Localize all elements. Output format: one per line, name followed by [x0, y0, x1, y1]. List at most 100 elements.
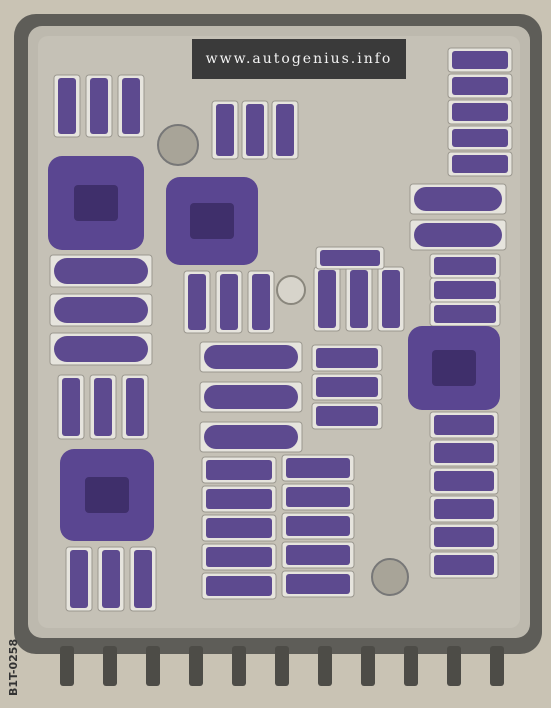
fuse-f3-fuse	[452, 103, 508, 121]
terminal-pin	[275, 646, 289, 686]
fuse-f33-label	[206, 460, 272, 480]
fuse-f29-label	[216, 104, 234, 156]
fuse-f29-fuse	[216, 104, 234, 156]
watermark: www.autogenius.info	[192, 39, 406, 79]
fuse-f8-fuse	[434, 305, 496, 323]
fuse-f27-fuse	[276, 104, 294, 156]
fuse-f44-fuse	[134, 550, 152, 608]
fuse-f49-label	[204, 345, 298, 369]
fuse-15-label	[320, 250, 380, 266]
fuse-f54-label	[54, 336, 148, 362]
fuse-f45-fuse	[102, 550, 120, 608]
fuse-f41-fuse	[126, 378, 144, 436]
fuse-f5-fuse	[452, 155, 508, 173]
fuse-f8-label	[434, 305, 496, 323]
fuse-f12-label	[434, 499, 494, 519]
fuse-f16-label	[382, 270, 400, 328]
fuse-f46-label	[70, 550, 88, 608]
terminal-pin	[490, 646, 504, 686]
bottom-terminals	[60, 646, 504, 686]
fuse-f47-label	[414, 187, 502, 211]
fuse-f24-fuse	[286, 516, 350, 536]
fuse-f4-fuse	[452, 129, 508, 147]
fuse-f18-label	[318, 270, 336, 328]
mounting-hole	[371, 558, 409, 596]
relay-r4-window	[432, 350, 476, 386]
fuse-f36-fuse	[206, 547, 272, 567]
mounting-screw	[276, 275, 306, 305]
fuse-f2-fuse	[452, 77, 508, 95]
fuse-f14-fuse	[434, 555, 494, 575]
fuse-f32-fuse	[188, 274, 206, 330]
terminal-pin	[146, 646, 160, 686]
terminal-pin	[447, 646, 461, 686]
fuse-f36-label	[206, 547, 272, 567]
fuse-f7-label	[434, 281, 496, 299]
fuse-f46-fuse	[70, 550, 88, 608]
fuse-f52-fuse	[54, 258, 148, 284]
fuse-f37-label	[206, 576, 272, 596]
relay-r3-label	[60, 449, 154, 541]
fuse-f31-fuse	[220, 274, 238, 330]
fuse-f21-label	[316, 406, 378, 426]
fuse-f34-fuse	[206, 489, 272, 509]
fuse-f3-label	[452, 103, 508, 121]
fuse-f19-fuse	[316, 348, 378, 368]
diagram-code: B1T-0258	[7, 638, 20, 696]
fuse-f32-label	[188, 274, 206, 330]
terminal-pin	[361, 646, 375, 686]
fuse-f1-fuse	[452, 51, 508, 69]
fuse-f51-label	[204, 425, 298, 449]
fuse-f31-label	[220, 274, 238, 330]
fuse-f1-label	[452, 51, 508, 69]
fuse-f23-label	[286, 487, 350, 507]
fuse-f33-fuse	[206, 460, 272, 480]
fuse-f10-label	[434, 443, 494, 463]
fuse-f7-fuse	[434, 281, 496, 299]
fuse-f47-fuse	[414, 187, 502, 211]
fuse-f40-fuse	[58, 78, 76, 134]
fuse-f18-fuse	[318, 270, 336, 328]
fuse-f21-fuse	[316, 406, 378, 426]
fuse-f23-fuse	[286, 487, 350, 507]
fuse-f13-fuse	[434, 527, 494, 547]
fuse-f42-fuse	[94, 378, 112, 436]
fuse-f39-label	[90, 78, 108, 134]
fuse-f30-fuse	[252, 274, 270, 330]
fuse-f40-label	[58, 78, 76, 134]
fuse-f22-label	[286, 458, 350, 478]
relay-r2-label	[166, 177, 258, 265]
fuse-f6-label	[434, 257, 496, 275]
fuse-f44-label	[134, 550, 152, 608]
fuse-f24-label	[286, 516, 350, 536]
fuse-f51-fuse	[204, 425, 298, 449]
fuse-f34-label	[206, 489, 272, 509]
fuse-f37-fuse	[206, 576, 272, 596]
relay-r4-label	[408, 326, 500, 410]
fuse-f4-label	[452, 129, 508, 147]
relay-r1-label	[48, 156, 144, 250]
fuse-f27-label	[276, 104, 294, 156]
fuse-15-fuse	[320, 250, 380, 266]
fuse-f50-label	[204, 385, 298, 409]
fuse-f9-label	[434, 415, 494, 435]
fuse-f16-fuse	[382, 270, 400, 328]
fuse-f35-label	[206, 518, 272, 538]
fuse-f19-label	[316, 348, 378, 368]
fuse-f26-fuse	[286, 574, 350, 594]
fuse-f49-fuse	[204, 345, 298, 369]
fuse-f20-label	[316, 377, 378, 397]
fuse-f13-label	[434, 527, 494, 547]
fuse-f30-label	[252, 274, 270, 330]
terminal-pin	[404, 646, 418, 686]
fuse-f48-label	[414, 223, 502, 247]
fuse-f45-label	[102, 550, 120, 608]
fuse-f2-label	[452, 77, 508, 95]
fuse-f28-label	[246, 104, 264, 156]
fuse-f53-fuse	[54, 297, 148, 323]
mounting-hole	[157, 124, 199, 166]
fuse-f25-fuse	[286, 545, 350, 565]
relay-r2-window	[190, 203, 234, 239]
fuse-f53-label	[54, 297, 148, 323]
